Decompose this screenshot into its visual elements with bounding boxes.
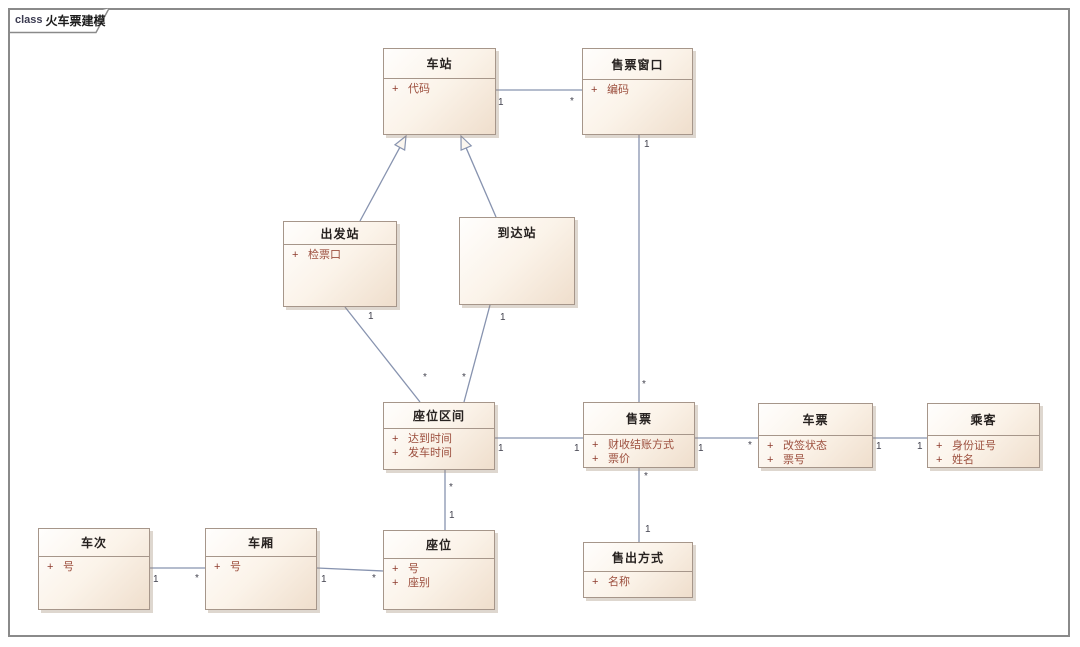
attribute-name: 代码 (408, 83, 430, 95)
uml-class-name: 到达站 (497, 225, 537, 240)
uml-attribute-compartment: + 检票口 (284, 245, 396, 262)
uml-attribute: + 座别 (384, 576, 494, 590)
uml-class-ticket-sale[interactable]: 售票 + 财收结账方式 + 票价 (583, 402, 695, 468)
visibility-public-icon: + (936, 440, 943, 452)
uml-attribute: +号 (39, 560, 149, 574)
attribute-name: 改签状态 (783, 440, 827, 452)
uml-class-station[interactable]: 车站 + 代码 (383, 48, 496, 135)
visibility-public-icon: + (392, 563, 399, 575)
uml-attribute: + 票价 (584, 452, 694, 466)
visibility-public-icon: + (767, 440, 774, 452)
uml-attribute-compartment: +号 (206, 557, 316, 574)
frame-keyword: class (15, 14, 43, 26)
uml-attribute-compartment: + 财收结账方式 + 票价 (584, 435, 694, 466)
visibility-public-icon: + (292, 249, 299, 261)
visibility-public-icon: + (767, 454, 774, 466)
uml-attribute-compartment: +号 (39, 557, 149, 574)
uml-class-ticket-window[interactable]: 售票窗口 + 编码 (582, 48, 693, 135)
uml-class-name: 车站 (384, 49, 495, 79)
attribute-name: 座别 (408, 577, 430, 589)
uml-class-name: 乘客 (928, 404, 1039, 436)
uml-attribute-compartment: + 身份证号 + 姓名 (928, 436, 1039, 467)
uml-class-name: 车票 (759, 404, 872, 436)
visibility-public-icon: + (392, 433, 399, 445)
uml-class-arrival-station[interactable]: 到达站 (459, 217, 575, 305)
uml-attribute-compartment: + 达到时间 + 发车时间 (384, 429, 494, 460)
attribute-name: 检票口 (308, 249, 341, 261)
visibility-public-icon: + (392, 577, 399, 589)
uml-class-seat-section[interactable]: 座位区间 + 达到时间 + 发车时间 (383, 402, 495, 470)
uml-attribute: + 姓名 (928, 453, 1039, 467)
tab-shape (8, 8, 110, 34)
uml-class-name: 车次 (39, 529, 149, 557)
uml-class-name: 车厢 (206, 529, 316, 557)
uml-attribute: + 代码 (384, 82, 495, 96)
frame-title: 火车票建模 (45, 13, 106, 28)
uml-class-passenger[interactable]: 乘客 + 身份证号 + 姓名 (927, 403, 1040, 468)
uml-attribute: +号 (206, 560, 316, 574)
uml-class-name: 座位 (384, 531, 494, 559)
uml-class-name: 出发站 (284, 222, 396, 245)
attribute-name: 发车时间 (408, 447, 452, 459)
uml-attribute-compartment: + 编码 (583, 80, 692, 97)
uml-attribute: +号 (384, 562, 494, 576)
uml-class-sale-method[interactable]: 售出方式 + 名称 (583, 542, 693, 598)
uml-attribute-compartment: +号+座别 (384, 559, 494, 590)
uml-attribute-compartment: + 代码 (384, 79, 495, 96)
uml-attribute: + 票号 (759, 453, 872, 467)
visibility-public-icon: + (592, 453, 599, 465)
uml-attribute: + 检票口 (284, 248, 396, 262)
visibility-public-icon: + (47, 561, 54, 573)
uml-class-departure-station[interactable]: 出发站 + 检票口 (283, 221, 397, 307)
visibility-public-icon: + (592, 439, 599, 451)
attribute-name: 达到时间 (408, 433, 452, 445)
uml-attribute: + 发车时间 (384, 446, 494, 460)
uml-class-carriage[interactable]: 车厢+号 (205, 528, 317, 610)
uml-attribute: + 改签状态 (759, 439, 872, 453)
attribute-name: 号 (230, 561, 241, 573)
attribute-name: 姓名 (952, 454, 974, 466)
visibility-public-icon: + (214, 561, 221, 573)
attribute-name: 号 (63, 561, 74, 573)
visibility-public-icon: + (392, 83, 399, 95)
uml-attribute-compartment: + 名称 (584, 572, 692, 589)
uml-attribute: + 身份证号 (928, 439, 1039, 453)
uml-class-name: 售票窗口 (583, 49, 692, 80)
attribute-name: 名称 (608, 576, 630, 588)
visibility-public-icon: + (392, 447, 399, 459)
uml-class-name: 座位区间 (384, 403, 494, 429)
attribute-name: 票价 (608, 453, 630, 465)
diagram-frame (8, 8, 1070, 637)
attribute-name: 财收结账方式 (608, 439, 674, 451)
uml-class-name: 售出方式 (584, 543, 692, 572)
attribute-name: 号 (408, 563, 419, 575)
visibility-public-icon: + (592, 576, 599, 588)
visibility-public-icon: + (936, 454, 943, 466)
uml-class-train-ticket[interactable]: 车票 + 改签状态 + 票号 (758, 403, 873, 468)
attribute-name: 编码 (607, 84, 629, 96)
visibility-public-icon: + (591, 84, 598, 96)
attribute-name: 身份证号 (952, 440, 996, 452)
attribute-name: 票号 (783, 454, 805, 466)
uml-class-name: 售票 (584, 403, 694, 435)
uml-attribute: + 名称 (584, 575, 692, 589)
uml-attribute: + 达到时间 (384, 432, 494, 446)
uml-attribute-compartment: + 改签状态 + 票号 (759, 436, 872, 467)
uml-attribute: + 财收结账方式 (584, 438, 694, 452)
uml-attribute: + 编码 (583, 83, 692, 97)
uml-class-seat[interactable]: 座位+号+座别 (383, 530, 495, 610)
uml-class-train-number[interactable]: 车次+号 (38, 528, 150, 610)
